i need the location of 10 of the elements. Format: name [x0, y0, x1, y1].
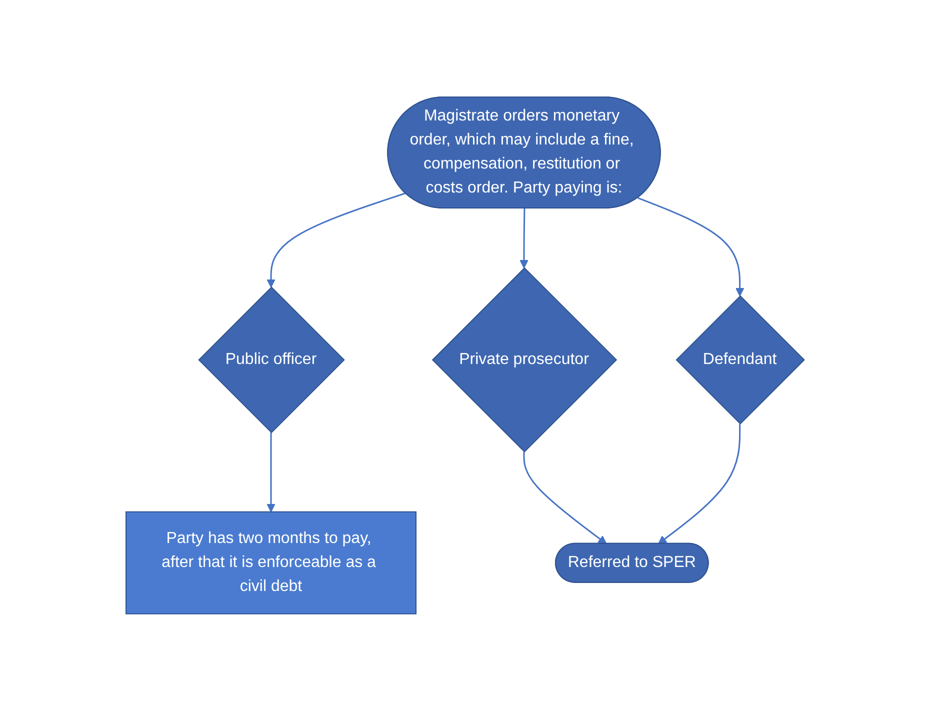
node-diamond: Public officer: [198, 286, 346, 434]
node-box: Party has two months to pay, after that it is enforceable as a civil debt: [126, 511, 417, 614]
arrow: [638, 197, 745, 296]
arrow: [266, 432, 276, 512]
arrow: [266, 192, 406, 288]
arrow: [520, 208, 529, 268]
node-diamond: Defendant: [676, 295, 806, 425]
node-diamond: Private prosecutor: [432, 267, 618, 453]
arrow: [524, 452, 608, 544]
arrow: [658, 424, 741, 544]
